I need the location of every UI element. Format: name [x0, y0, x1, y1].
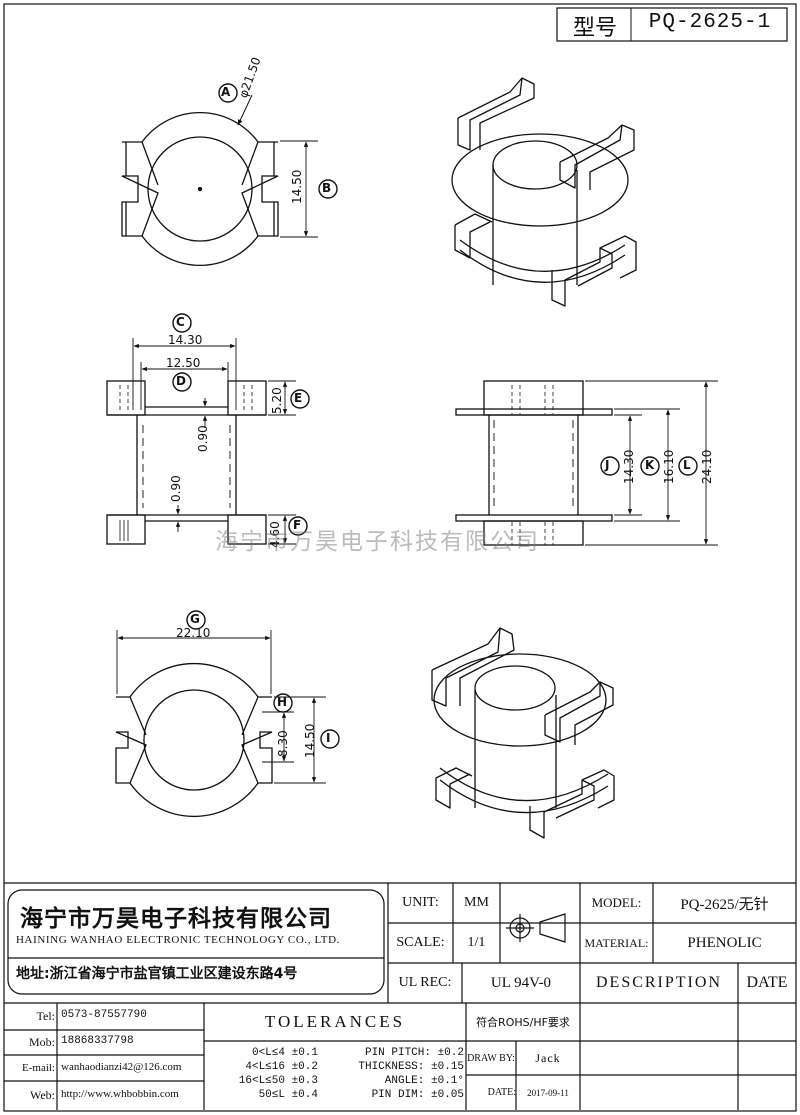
dim-f-letter: F [293, 518, 302, 532]
tolerance-spec: THICKNESS: ±0.15 [358, 1061, 464, 1073]
dim-l-letter: L [683, 458, 691, 472]
dim-i-value: 14.50 [303, 723, 317, 758]
tolerance-range: 16<L≤50 ±0.3 [238, 1075, 318, 1087]
top-view-upper [121, 112, 279, 266]
web-value: http://www.whbobbin.com [61, 1088, 179, 1100]
tel-label: Tel: [36, 1009, 56, 1023]
ulrec-label: UL REC: [398, 975, 452, 990]
model-label: MODEL: [591, 895, 642, 910]
scale-value: 1/1 [467, 935, 486, 950]
tolerance-specs: PIN PITCH: ±0.2 THICKNESS: ±0.15 ANGLE: … [322, 1046, 464, 1102]
rohs-note: 符合ROHS/HF要求 [476, 1016, 570, 1029]
tolerance-spec: PIN DIM: ±0.05 [371, 1089, 464, 1101]
model-value: PQ-2625/无针 [680, 896, 769, 913]
dim-g-letter: G [190, 612, 200, 626]
tolerance-range: 50≤L ±0.4 [258, 1089, 318, 1101]
company-name-cn: 海宁市万昊电子科技有限公司 [20, 906, 332, 932]
front-view-left [106, 380, 267, 545]
dim-l-value: 24.10 [700, 449, 714, 484]
mob-value: 18868337798 [61, 1035, 134, 1047]
dim-j-value: 14.30 [622, 449, 636, 484]
dim-g-value: 22.10 [176, 626, 211, 640]
tolerance-ranges: 0<L≤4 ±0.1 4<L≤16 ±0.2 16<L≤50 ±0.3 50≤L… [206, 1046, 318, 1102]
watermark: 海宁市万昊电子科技有限公司 [215, 529, 540, 555]
date-row-label: DATE: [487, 1087, 516, 1098]
iso-view-upper [451, 77, 637, 307]
dim-c-value: 14.30 [168, 333, 203, 347]
projection-symbol-icon [506, 913, 566, 943]
dim-h-letter: H [277, 695, 288, 709]
description-header: DESCRIPTION [595, 974, 722, 991]
email-label: E-mail: [22, 1062, 55, 1074]
tolerance-spec: ANGLE: ±0.1° [384, 1075, 464, 1087]
date-row-value: 2017-09-11 [527, 1087, 569, 1098]
ulrec-value: UL 94V-0 [490, 974, 552, 991]
dim-b-letter: B [322, 181, 332, 195]
drawby-label: DRAW BY: [467, 1052, 515, 1064]
bottom-view [115, 663, 273, 817]
dim-k-value: 16.10 [662, 449, 676, 484]
dim-a-letter: A [221, 85, 231, 99]
dim-h-value: 8.30 [276, 730, 290, 757]
tolerance-spec: PIN PITCH: ±0.2 [364, 1047, 464, 1059]
date-header: DATE [746, 974, 788, 991]
unit-value: MM [464, 895, 489, 910]
material-label: MATERIAL: [584, 935, 649, 950]
dim-k-letter: K [645, 458, 655, 472]
mob-label: Mob: [28, 1035, 55, 1049]
tolerances-header: TOLERANCES [264, 1012, 406, 1031]
title-block-grid [4, 882, 796, 1110]
type-value: PQ-2625-1 [648, 11, 772, 34]
header-box [556, 7, 788, 42]
dim-b-value: 14.50 [290, 169, 304, 204]
dim-lower-wall: 0.90 [169, 475, 183, 502]
type-label: 型号 [572, 16, 617, 41]
company-name-en: HAINING WANHAO ELECTRONIC TECHNOLOGY CO.… [16, 934, 340, 946]
side-view-right [455, 380, 613, 546]
drawby-value: Jack [535, 1050, 561, 1065]
tolerance-range: 0<L≤4 ±0.1 [251, 1047, 318, 1059]
tolerance-range: 4<L≤16 ±0.2 [245, 1061, 318, 1073]
unit-label: UNIT: [402, 895, 439, 910]
tel-value: 0573-87557790 [61, 1009, 147, 1021]
email-value: wanhaodianzi42@126.com [61, 1061, 182, 1073]
company-address: 地址:浙江省海宁市盐官镇工业区建设东路4号 [16, 966, 298, 982]
dim-i-letter: I [326, 731, 331, 745]
scale-label: SCALE: [396, 935, 445, 950]
dim-e-letter: E [294, 391, 303, 405]
web-label: Web: [29, 1088, 55, 1102]
dim-c-letter: C [176, 315, 185, 329]
dim-upper-wall: 0.90 [196, 425, 210, 452]
dim-j-letter: J [605, 458, 610, 472]
drawing-frame [3, 3, 797, 1112]
dim-d-value: 12.50 [166, 356, 201, 370]
iso-view-lower [431, 627, 615, 839]
dim-e-value: 5.20 [270, 387, 284, 414]
material-value: PHENOLIC [687, 934, 762, 951]
dim-d-letter: D [176, 374, 186, 388]
